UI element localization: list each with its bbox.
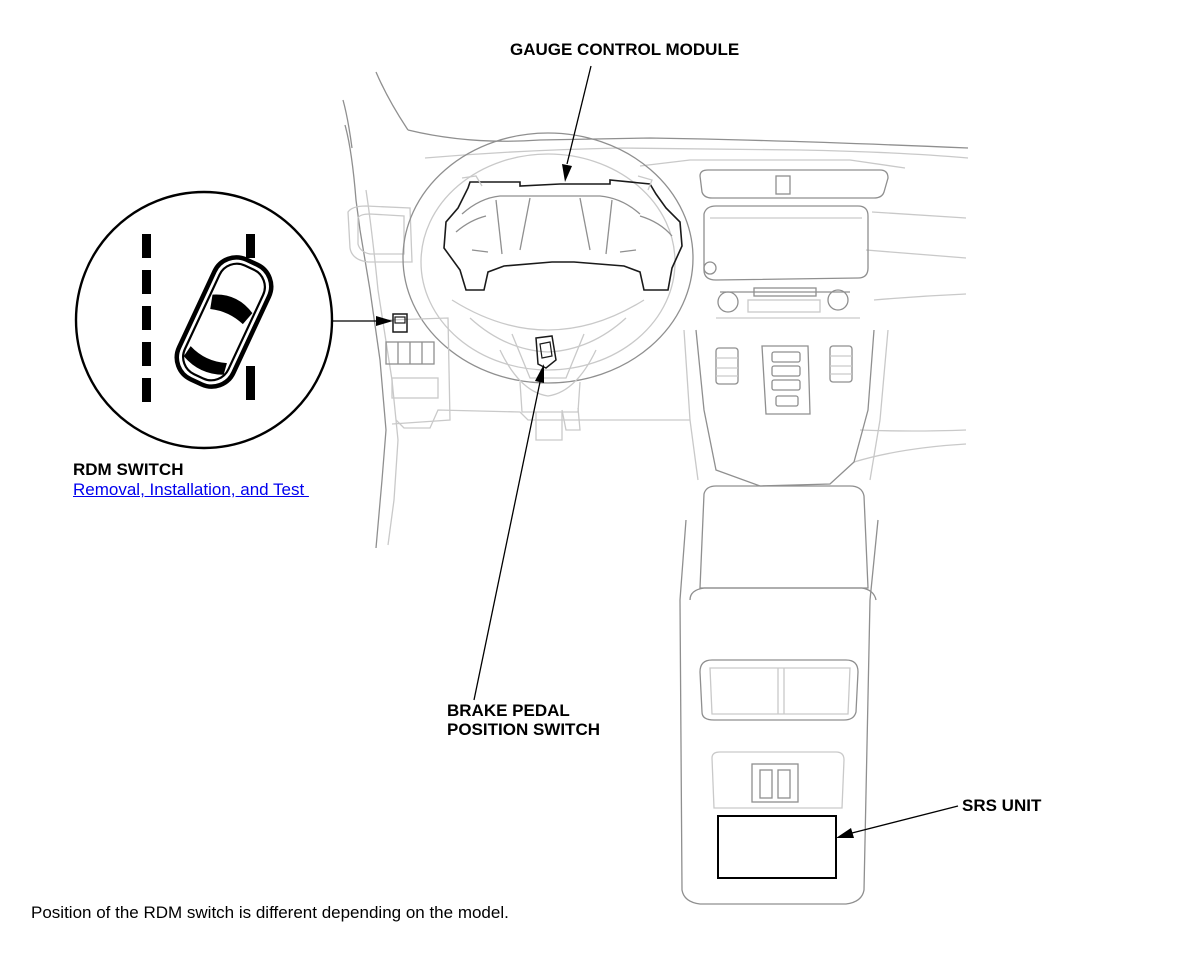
brake-pedal-label-line1: BRAKE PEDAL bbox=[447, 701, 570, 720]
rdm-switch-closeup bbox=[74, 190, 334, 450]
model-note: Position of the RDM switch is different … bbox=[31, 903, 509, 922]
lower-left-panel bbox=[385, 317, 690, 431]
gauge-control-module-label: GAUGE CONTROL MODULE bbox=[510, 40, 740, 59]
brake-switch-shape bbox=[535, 335, 557, 369]
rdm-removal-link[interactable]: Removal, Installation, and Test bbox=[73, 480, 309, 499]
center-stack bbox=[679, 205, 889, 905]
srs-unit-shape bbox=[717, 815, 837, 879]
car-icon bbox=[174, 255, 274, 389]
leader-lines bbox=[333, 65, 959, 838]
rdm-switch-shape bbox=[392, 313, 408, 333]
gauge-cluster bbox=[443, 175, 683, 291]
brake-pedal-label-line2: POSITION SWITCH bbox=[447, 720, 600, 739]
srs-unit-label: SRS UNIT bbox=[962, 796, 1042, 815]
rdm-switch-label: RDM SWITCH bbox=[73, 460, 184, 479]
lane-line-icon bbox=[142, 234, 255, 402]
dashboard-outline bbox=[342, 71, 969, 549]
